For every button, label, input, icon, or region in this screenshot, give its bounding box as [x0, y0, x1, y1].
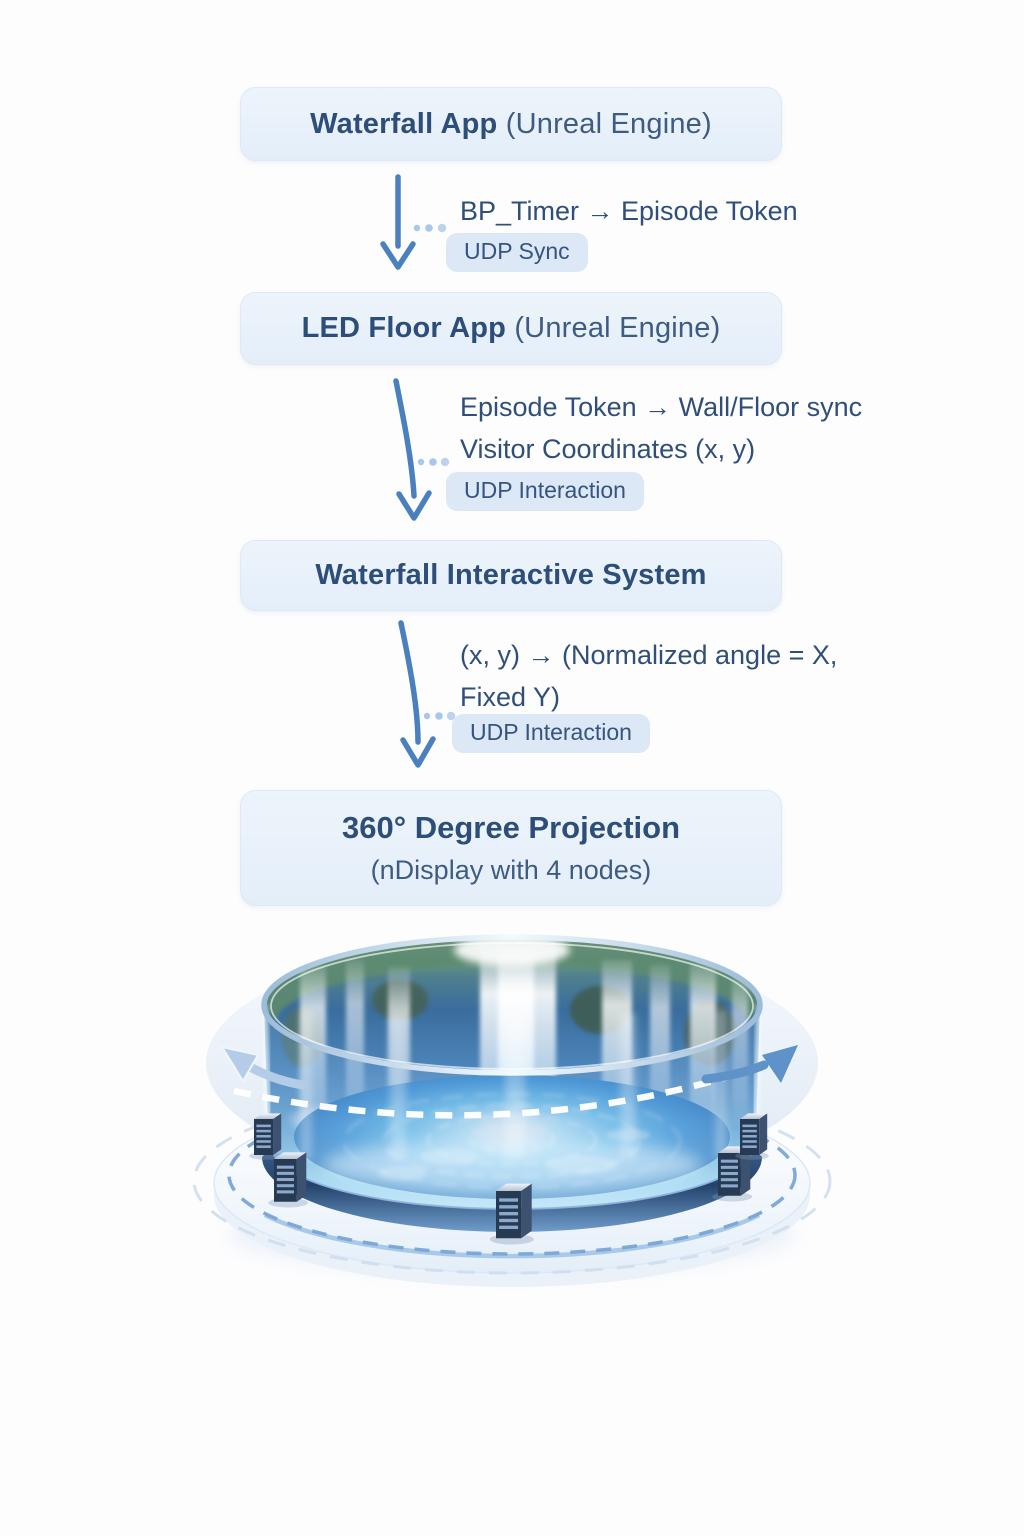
- flow-node-waterfall-app: Waterfall App (Unreal Engine): [240, 87, 782, 161]
- flow-node-title: Waterfall App (Unreal Engine): [310, 108, 712, 141]
- udp-interaction-badge: UDP Interaction: [452, 714, 650, 753]
- sync-dots-icon: [417, 457, 450, 467]
- rotation-arrow-left-icon: [219, 1045, 307, 1090]
- node-title-text: 360° Degree Projection: [341, 810, 681, 845]
- flow-node-interactive-system: Waterfall Interactive System: [240, 540, 782, 611]
- edge-label-line: (x, y) → (Normalized angle = X,: [460, 640, 838, 670]
- flow-node-led-floor-app: LED Floor App (Unreal Engine): [240, 292, 782, 365]
- node-title-text: LED Floor App: [301, 312, 507, 344]
- node-subtitle-text: (Unreal Engine): [505, 107, 712, 140]
- edge-label-line: Fixed Y): [460, 682, 561, 712]
- down-arrow-icon: [380, 174, 447, 270]
- udp-interaction-badge: UDP Interaction: [446, 472, 644, 511]
- node-title-text: Waterfall Interactive System: [315, 559, 707, 591]
- edge-label: Episode Token → Wall/Floor sync Visitor …: [460, 386, 862, 470]
- edge-label-line: BP_Timer → Episode Token: [460, 196, 798, 226]
- udp-sync-badge: UDP Sync: [446, 233, 588, 272]
- projection-illustration: [192, 934, 832, 1287]
- edge-label-line: Episode Token → Wall/Floor sync: [460, 392, 863, 422]
- down-arrow-icon: [393, 378, 450, 521]
- cylinder-top-rim: [261, 934, 763, 1076]
- flow-node-title: LED Floor App (Unreal Engine): [302, 312, 721, 345]
- sync-dots-icon: [413, 223, 447, 233]
- rotation-arrow-right-icon: [701, 1045, 798, 1084]
- flow-node-projection: 360° Degree Projection (nDisplay with 4 …: [240, 790, 782, 906]
- node-subtitle-text: (Unreal Engine): [514, 312, 721, 344]
- edge-label-line: Visitor Coordinates (x, y): [460, 434, 756, 464]
- node-subtitle-text: (nDisplay with 4 nodes): [370, 855, 652, 885]
- sync-dots-icon: [423, 711, 456, 721]
- flow-node-title: Waterfall Interactive System: [315, 559, 706, 592]
- down-arrow-icon: [398, 620, 456, 768]
- edge-label: BP_Timer → Episode Token: [460, 190, 798, 232]
- interaction-dashed-arc: [233, 1059, 774, 1119]
- node-title-text: Waterfall App: [310, 107, 498, 140]
- edge-label: (x, y) → (Normalized angle = X, Fixed Y): [460, 634, 837, 718]
